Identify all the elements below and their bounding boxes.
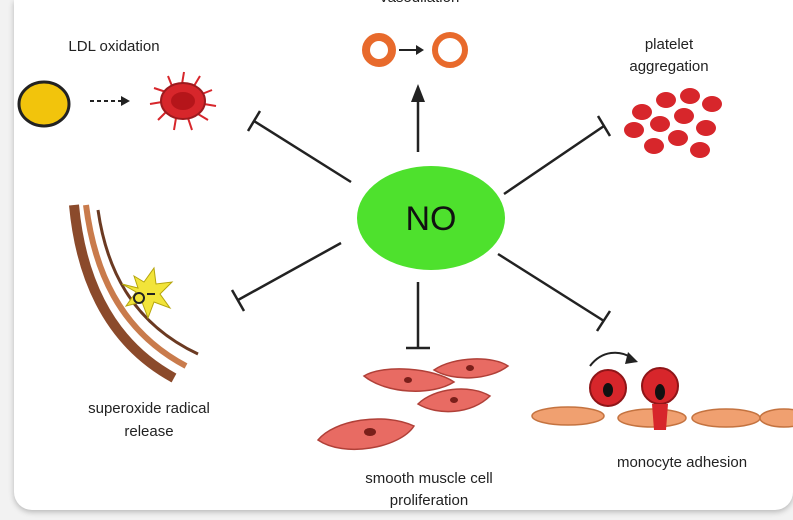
endothelial-cell-2 xyxy=(617,408,687,428)
inhibit-platelet-bar xyxy=(596,115,612,137)
endothelial-cell-3 xyxy=(691,408,761,428)
vaso-arrowhead xyxy=(416,45,424,55)
vessel-wall-fibers xyxy=(96,209,199,356)
inhibit-ldl-bar xyxy=(246,110,262,132)
diagram-card: NO Vasodilation LDL oxidation platelet a… xyxy=(14,0,793,510)
oxidized-ldl-spikes xyxy=(149,71,217,131)
monocyte-nucleus-1 xyxy=(603,383,613,397)
rolling-arrowhead xyxy=(625,352,638,364)
no-ellipse xyxy=(357,166,505,270)
monocyte-label: monocyte adhesion xyxy=(616,454,748,471)
transmigrating-monocyte xyxy=(652,404,668,430)
oxygen-symbol xyxy=(133,292,145,304)
inhibit-superoxide-bar xyxy=(230,289,246,312)
platelet-label-line1: platelet xyxy=(644,36,694,53)
oxidized-ldl-core xyxy=(171,92,195,110)
smc-label-line2: proliferation xyxy=(389,492,469,509)
diagram-canvas xyxy=(17,32,793,451)
superoxide-label-line2: release xyxy=(124,423,174,440)
inhibit-monocyte-line xyxy=(497,252,605,323)
rolling-arrow xyxy=(589,351,633,367)
vasodilation-label: Vasodilation xyxy=(344,0,494,8)
monocyte-icon xyxy=(531,351,793,430)
superoxide-label-line1: superoxide radical xyxy=(88,400,210,417)
endothelial-cell-4 xyxy=(759,408,793,428)
platelet-cluster xyxy=(624,88,722,158)
dilated-vessel xyxy=(432,32,468,68)
endothelial-cell-1 xyxy=(531,406,605,426)
platelet-label-line2: aggregation xyxy=(629,58,709,75)
ldl-icon xyxy=(17,71,217,131)
inhibit-ldl-line xyxy=(253,119,352,184)
smc-nuclei xyxy=(364,365,474,436)
inhibit-superoxide-line xyxy=(237,241,342,302)
constricted-vessel xyxy=(362,33,396,67)
no-label: NO xyxy=(405,200,457,238)
vessel-wall-outer xyxy=(69,204,177,383)
connectors xyxy=(230,100,612,350)
vasodilation-icon xyxy=(362,32,468,68)
smooth-muscle-cells xyxy=(316,358,510,451)
smc-label-line1: smooth muscle cell xyxy=(365,470,493,487)
inhibit-monocyte-bar xyxy=(595,310,612,332)
arrowhead-vasodilation xyxy=(411,84,425,102)
ldl-arrowhead xyxy=(121,96,130,106)
monocyte-nucleus-2 xyxy=(655,384,665,400)
inhibit-platelet-line xyxy=(503,124,605,196)
vessel-wall-inner xyxy=(83,204,188,369)
ldl-oxidation-label: LDL oxidation xyxy=(68,38,160,55)
superoxide-icon xyxy=(69,204,199,383)
ldl-particle xyxy=(17,80,71,128)
